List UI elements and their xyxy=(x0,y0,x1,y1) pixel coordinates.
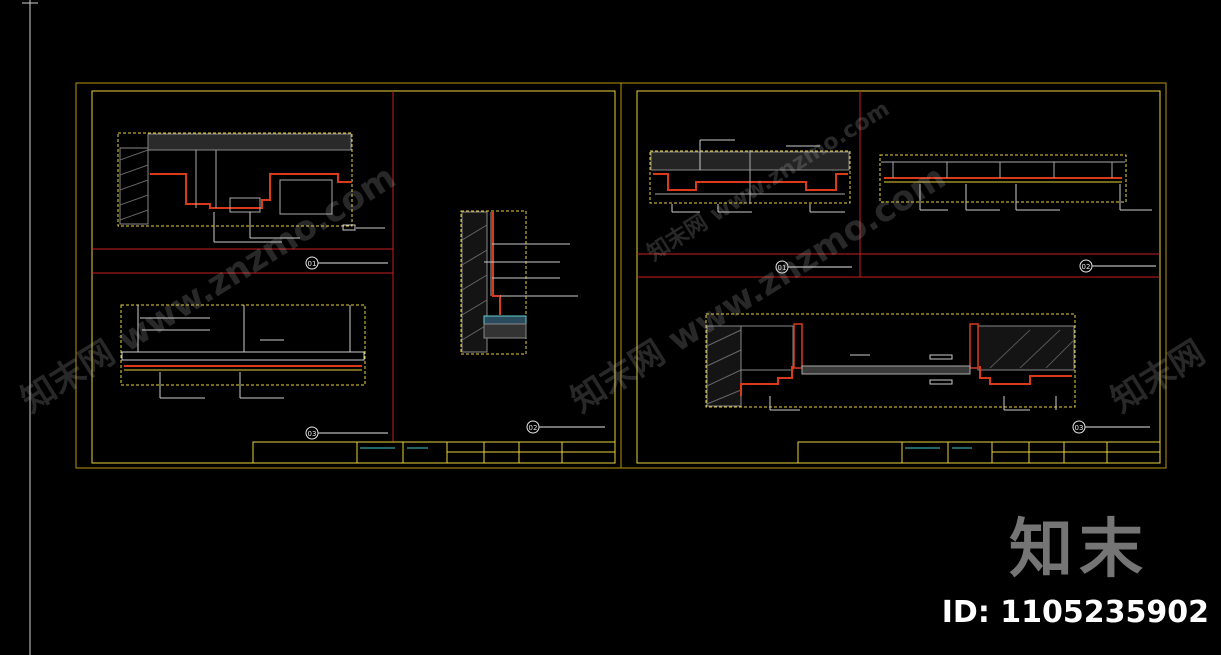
sheet-2-title-block xyxy=(797,441,1161,464)
sheet-2-detail-02 xyxy=(879,154,1156,273)
watermark-id: ID: 1105235902 xyxy=(941,595,1209,630)
sheet-2-detail-03 xyxy=(705,313,1150,434)
sheet-1-detail-01 xyxy=(117,132,388,270)
detail-number: 02 xyxy=(1082,263,1091,271)
detail-number: 03 xyxy=(308,430,317,438)
detail-number: 03 xyxy=(1075,424,1084,432)
watermark-brand: 知末 xyxy=(1009,513,1149,587)
detail-number: 01 xyxy=(778,264,787,272)
sheet-2-detail-01 xyxy=(649,139,852,274)
detail-number: 01 xyxy=(308,260,317,268)
sheet-1-detail-02 xyxy=(460,210,605,434)
detail-number: 02 xyxy=(529,424,538,432)
drawing-sheet-1 xyxy=(75,82,622,469)
sheet-2-outer-frame xyxy=(620,82,1167,469)
sheet-1-detail-03 xyxy=(120,304,388,440)
drawing-sheet-2 xyxy=(620,82,1167,469)
sheet-1-title-block xyxy=(252,441,616,464)
